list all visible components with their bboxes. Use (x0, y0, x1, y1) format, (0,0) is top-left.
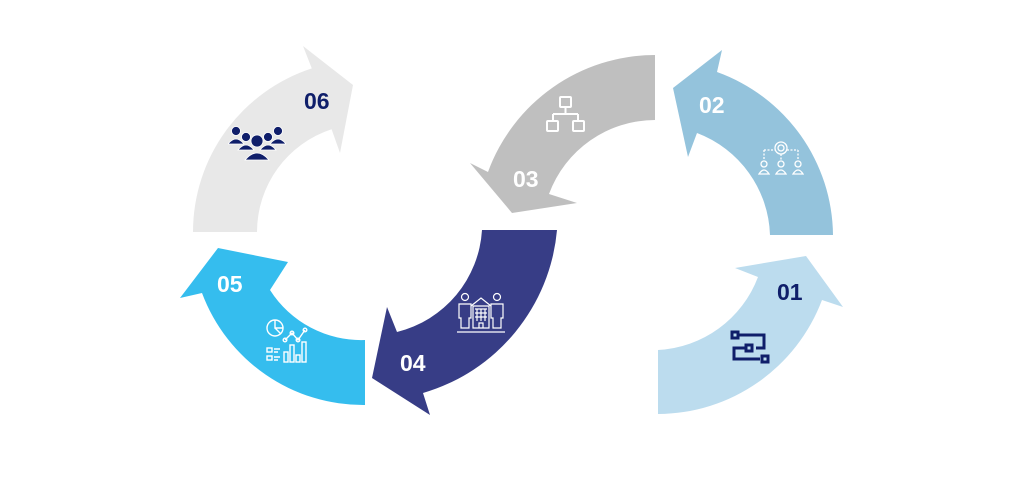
arrow-step-05 (180, 248, 365, 406)
arrow-step-03 (470, 55, 655, 213)
step-number-03: 03 (513, 166, 539, 192)
arrow-step-02 (673, 50, 833, 235)
step-number-01: 01 (777, 279, 803, 305)
hierarchy-icon (546, 96, 585, 132)
arrow-step-06 (192, 46, 353, 232)
analytics-icon (266, 319, 308, 363)
step-number-05: 05 (217, 271, 243, 297)
step-number-02: 02 (699, 92, 725, 118)
team-group-icon (228, 126, 286, 161)
step-number-04: 04 (400, 350, 426, 376)
step-number-06: 06 (304, 88, 330, 114)
arrow-step-04 (372, 230, 557, 415)
process-flow-icon (730, 330, 770, 364)
people-building-icon (457, 292, 505, 333)
gear-team-icon (758, 141, 804, 175)
